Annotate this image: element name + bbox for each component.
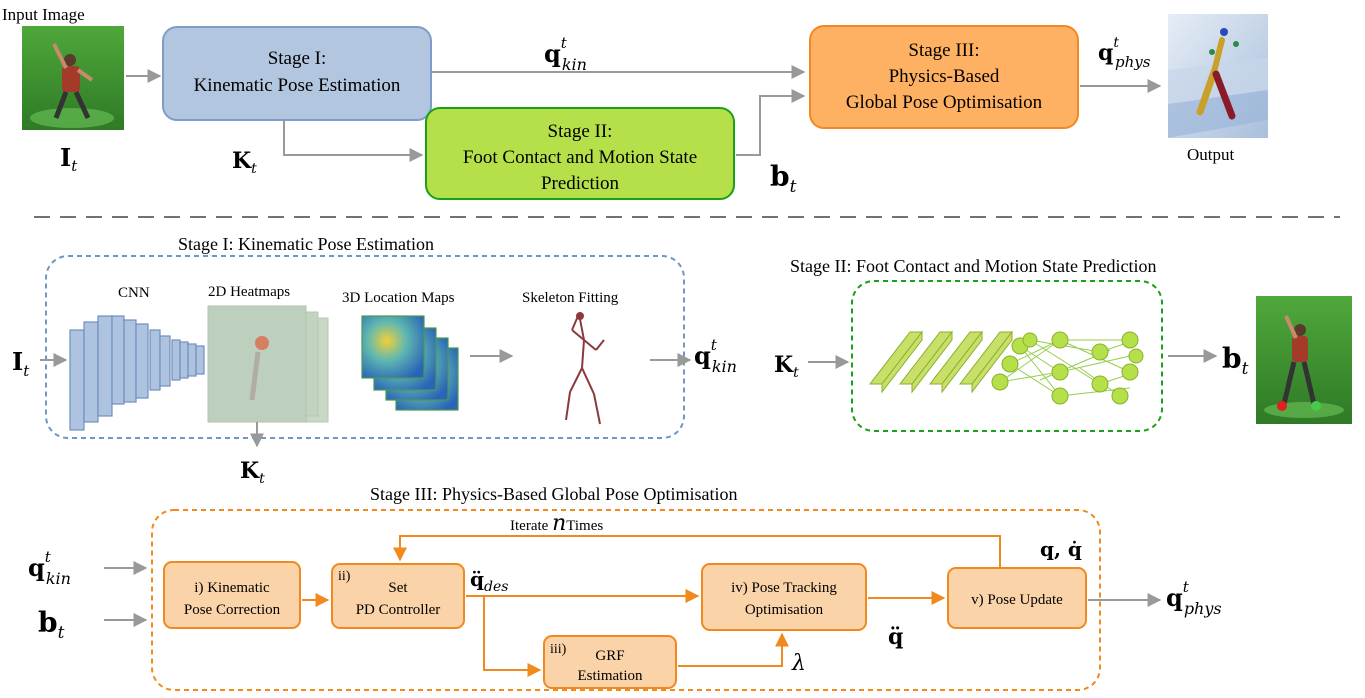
heatmap-stack-icon — [207, 305, 329, 423]
grf-estimation-box: iii) GRF Estimation — [543, 635, 677, 689]
stage2-box-line3: Prediction — [541, 173, 620, 194]
q-qdot-label: q, q̇ — [1040, 537, 1082, 561]
stage1-detail-k: Kt — [240, 458, 265, 487]
stage1-detail-input: It — [12, 347, 30, 380]
box3-line1: GRF — [595, 648, 624, 664]
qdd-des-label: q̈des — [470, 567, 508, 595]
arrow-box3-to-box4 — [678, 632, 789, 667]
stage2-detail-input: Kt — [774, 352, 799, 381]
input-photo-icon — [22, 26, 124, 130]
output-render-icon — [1168, 14, 1268, 138]
box2-line2: PD Controller — [356, 602, 441, 618]
lambda-label: λ — [791, 651, 806, 676]
pd-controller-box: ii) Set PD Controller — [331, 563, 465, 629]
box3-num: iii) — [550, 642, 567, 657]
stage3-detail-frame — [151, 509, 1101, 691]
box1-line2: Pose Correction — [184, 602, 281, 618]
heatmaps-label: 2D Heatmaps — [208, 284, 290, 300]
stage3-box-line1: Stage III: — [908, 40, 979, 61]
stage2-box: Stage II: Foot Contact and Motion State … — [425, 107, 735, 200]
box4-line1: iv) Pose Tracking — [731, 580, 837, 596]
pose-update-box: v) Pose Update — [947, 567, 1087, 629]
box3-line2: Estimation — [578, 668, 643, 684]
box1-line1: i) Kinematic — [194, 580, 270, 596]
kinematic-correction-box: i) Kinematic Pose Correction — [163, 561, 301, 629]
stage3-input-b: bt — [38, 606, 65, 643]
contact-photo-icon — [1256, 296, 1352, 424]
output-caption: Output — [1187, 145, 1235, 164]
pose-tracking-box: iv) Pose Tracking Optimisation — [701, 563, 867, 631]
stage2-box-line1: Stage II: — [548, 121, 613, 142]
arrow-stage2-to-stage3 — [736, 89, 806, 156]
arrow-iterate-loop — [393, 535, 1001, 568]
stage3-box-line2: Physics-Based — [889, 66, 1000, 87]
arrow-stage1-to-stage2 — [283, 120, 424, 162]
location-map-stack-icon — [361, 315, 459, 411]
location-maps-label: 3D Location Maps — [342, 290, 455, 306]
box2-num: ii) — [338, 569, 351, 584]
stage3-box: Stage III: Physics-Based Global Pose Opt… — [809, 25, 1079, 129]
qdd-label: q̈ — [888, 624, 903, 650]
stage2-box-line2: Foot Contact and Motion State — [463, 147, 697, 168]
input-image-caption: Input Image — [2, 5, 85, 24]
stage1-box: Stage I: Kinematic Pose Estimation — [162, 26, 432, 121]
stage2-detail-frame — [851, 280, 1163, 432]
box4-line2: Optimisation — [745, 602, 824, 618]
neural-net-icon — [868, 330, 1144, 405]
skeleton-icon — [565, 312, 605, 425]
stage1-box-line2: Kinematic Pose Estimation — [194, 75, 401, 96]
overview-k-label: Kt — [232, 148, 257, 177]
stage1-box-line1: Stage I: — [268, 48, 327, 69]
arrow-box2-to-box3 — [483, 596, 542, 677]
cnn-label: CNN — [118, 285, 150, 301]
input-symbol: It — [60, 143, 78, 175]
stage1-detail-frame — [45, 255, 685, 439]
cnn-layers-icon — [69, 315, 205, 431]
box2-line1: Set — [388, 580, 408, 596]
stage2-detail-output: bt — [1222, 342, 1249, 379]
box5-line1: v) Pose Update — [971, 592, 1063, 608]
stage3-box-line3: Global Pose Optimisation — [846, 92, 1043, 113]
skeleton-label: Skeleton Fitting — [522, 290, 619, 306]
stage3-detail-title: Stage III: Physics-Based Global Pose Opt… — [370, 484, 737, 504]
iterate-label: Iterate nTimes — [510, 511, 603, 536]
stage1-detail-title: Stage I: Kinematic Pose Estimation — [178, 234, 434, 254]
overview-b-label: bt — [770, 160, 797, 197]
stage2-detail-title: Stage II: Foot Contact and Motion State … — [790, 256, 1156, 276]
